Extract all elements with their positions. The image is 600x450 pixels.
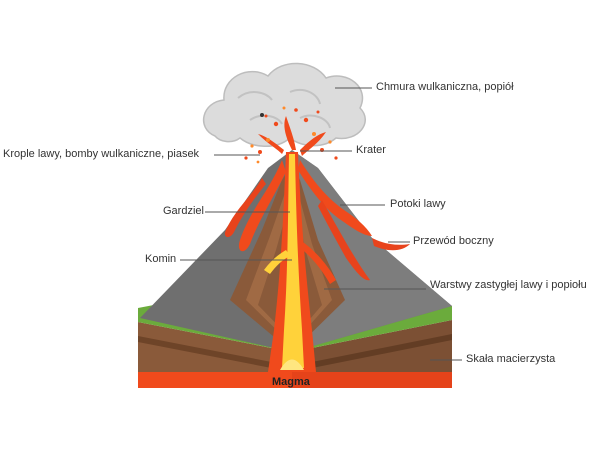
magma-conduit — [264, 152, 336, 372]
label-layers: Warstwy zastygłej lawy i popiołu — [430, 279, 587, 291]
label-bombs: Krople lawy, bomby wulkaniczne, piasek — [3, 148, 200, 160]
lava-bombs — [244, 106, 338, 164]
label-throat: Gardziel — [163, 205, 204, 217]
label-magma: Magma — [272, 376, 310, 388]
label-side-vent: Przewód boczny — [413, 235, 494, 247]
label-crater: Krater — [356, 144, 386, 156]
ash-cloud — [202, 62, 366, 147]
label-cloud: Chmura wulkaniczna, popiół — [376, 81, 514, 93]
label-conduit: Komin — [145, 253, 177, 265]
label-lava-flows: Potoki lawy — [390, 198, 446, 210]
label-bedrock: Skała macierzysta — [466, 353, 556, 365]
lava-flows — [224, 160, 410, 281]
leader-lines — [180, 87, 462, 361]
